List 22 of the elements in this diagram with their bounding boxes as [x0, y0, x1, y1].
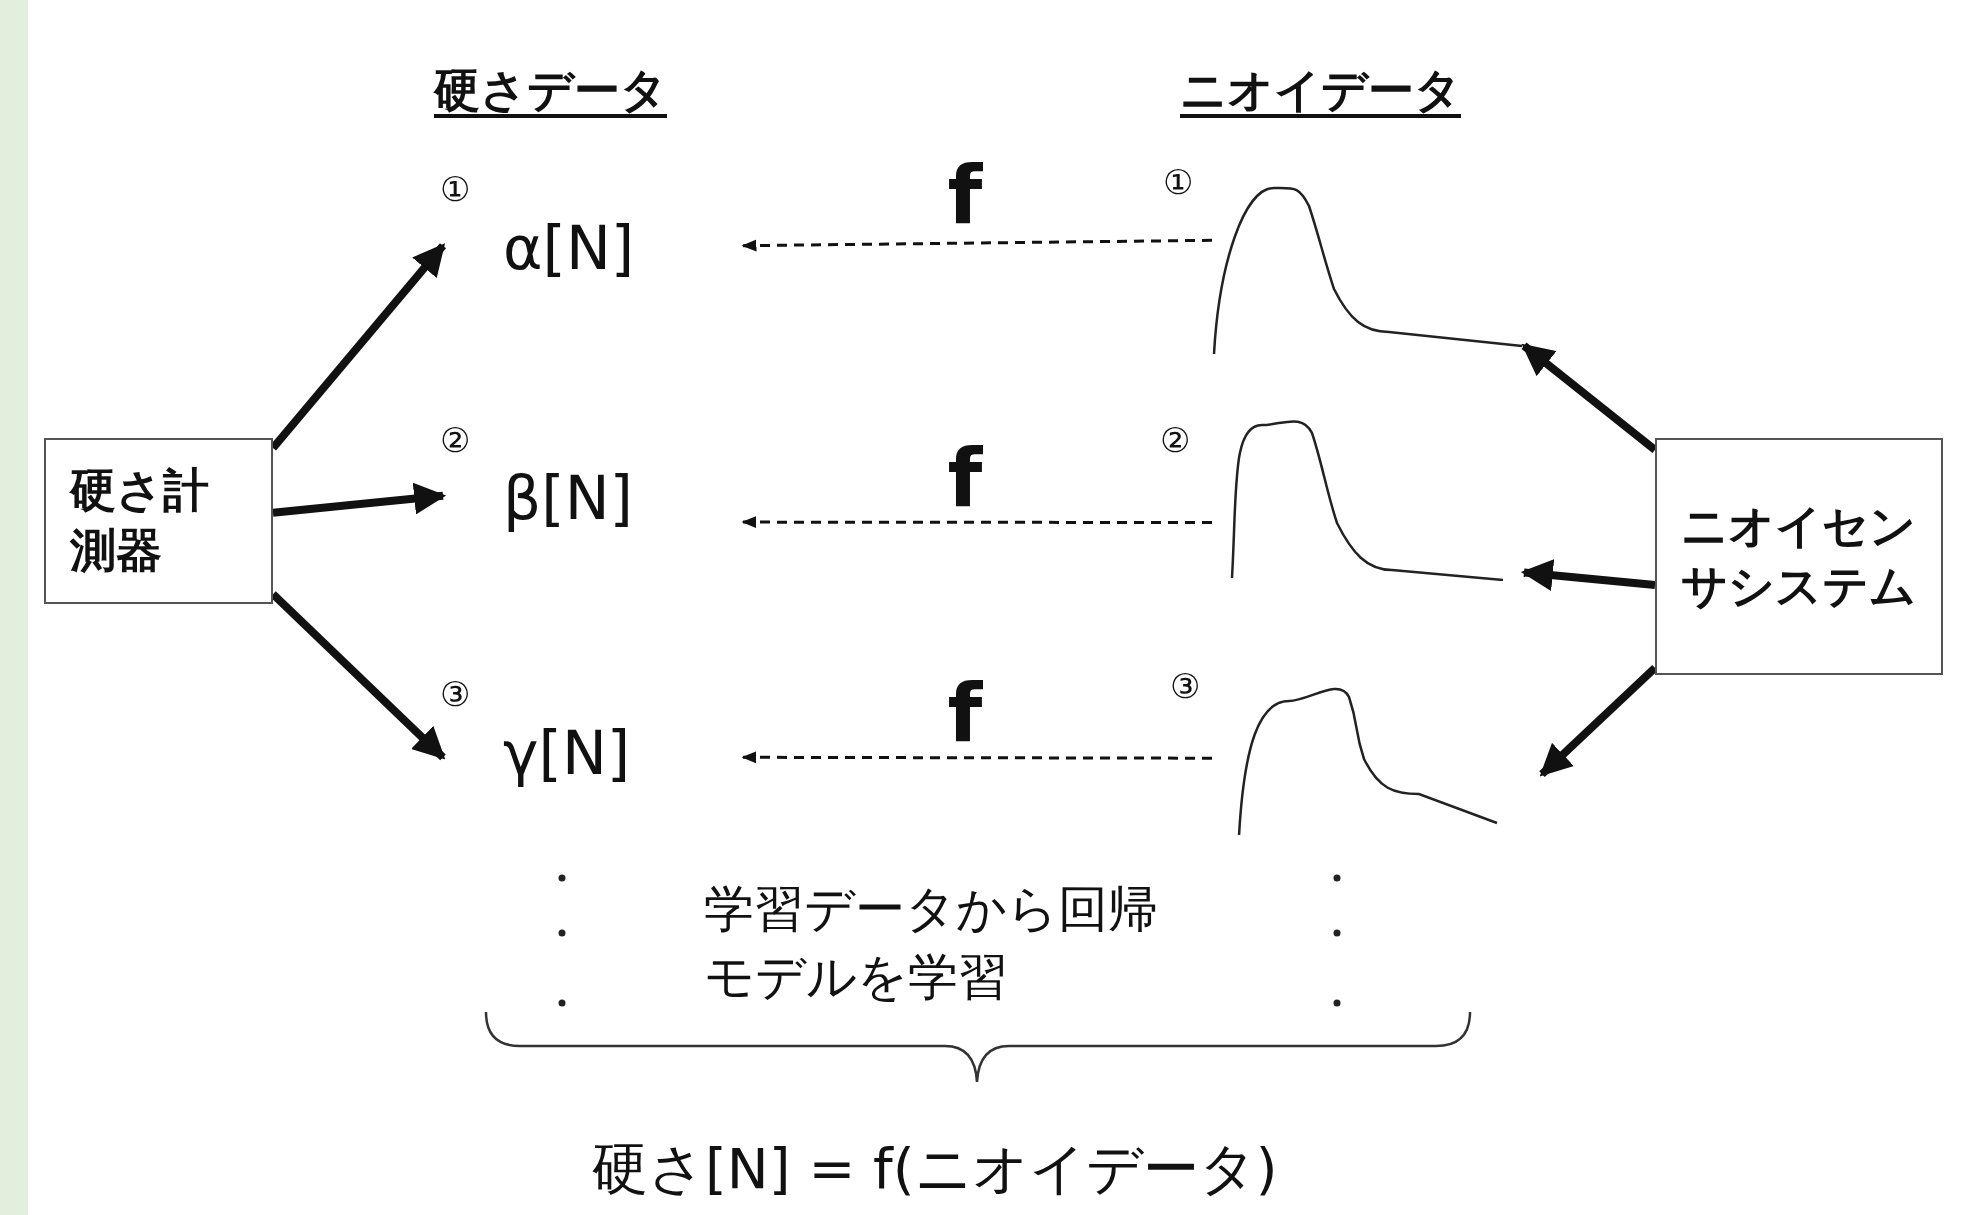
arrow	[1520, 559, 1656, 592]
sample-number: ①	[1163, 165, 1194, 199]
device-box	[44, 438, 273, 604]
device-box	[1655, 438, 1943, 675]
note-text: 学習データから回帰モデルを学習	[704, 879, 1159, 1008]
arrow	[272, 482, 447, 517]
device-label: ニオイセンサシステム	[1681, 497, 1917, 615]
formula: 硬さ[N] = f(ニオイデータ)	[592, 1135, 1278, 1203]
column-heading: 硬さデータ	[434, 62, 667, 119]
column-heading: ニオイデータ	[1180, 62, 1461, 119]
sample-number: ③	[440, 677, 471, 711]
arrow	[270, 591, 446, 761]
dashed-arrow	[741, 751, 1212, 764]
sample-number: ①	[440, 172, 471, 206]
sample-number: ③	[1170, 669, 1201, 703]
hardness-value: α[N]	[503, 218, 635, 278]
dashed-arrow	[741, 516, 1212, 529]
sample-number: ②	[440, 423, 471, 457]
sample-number: ②	[1160, 423, 1191, 457]
side-band	[0, 0, 28, 1215]
dashed-arrow	[741, 238, 1212, 252]
device-label: 硬さ計測器	[70, 462, 210, 579]
